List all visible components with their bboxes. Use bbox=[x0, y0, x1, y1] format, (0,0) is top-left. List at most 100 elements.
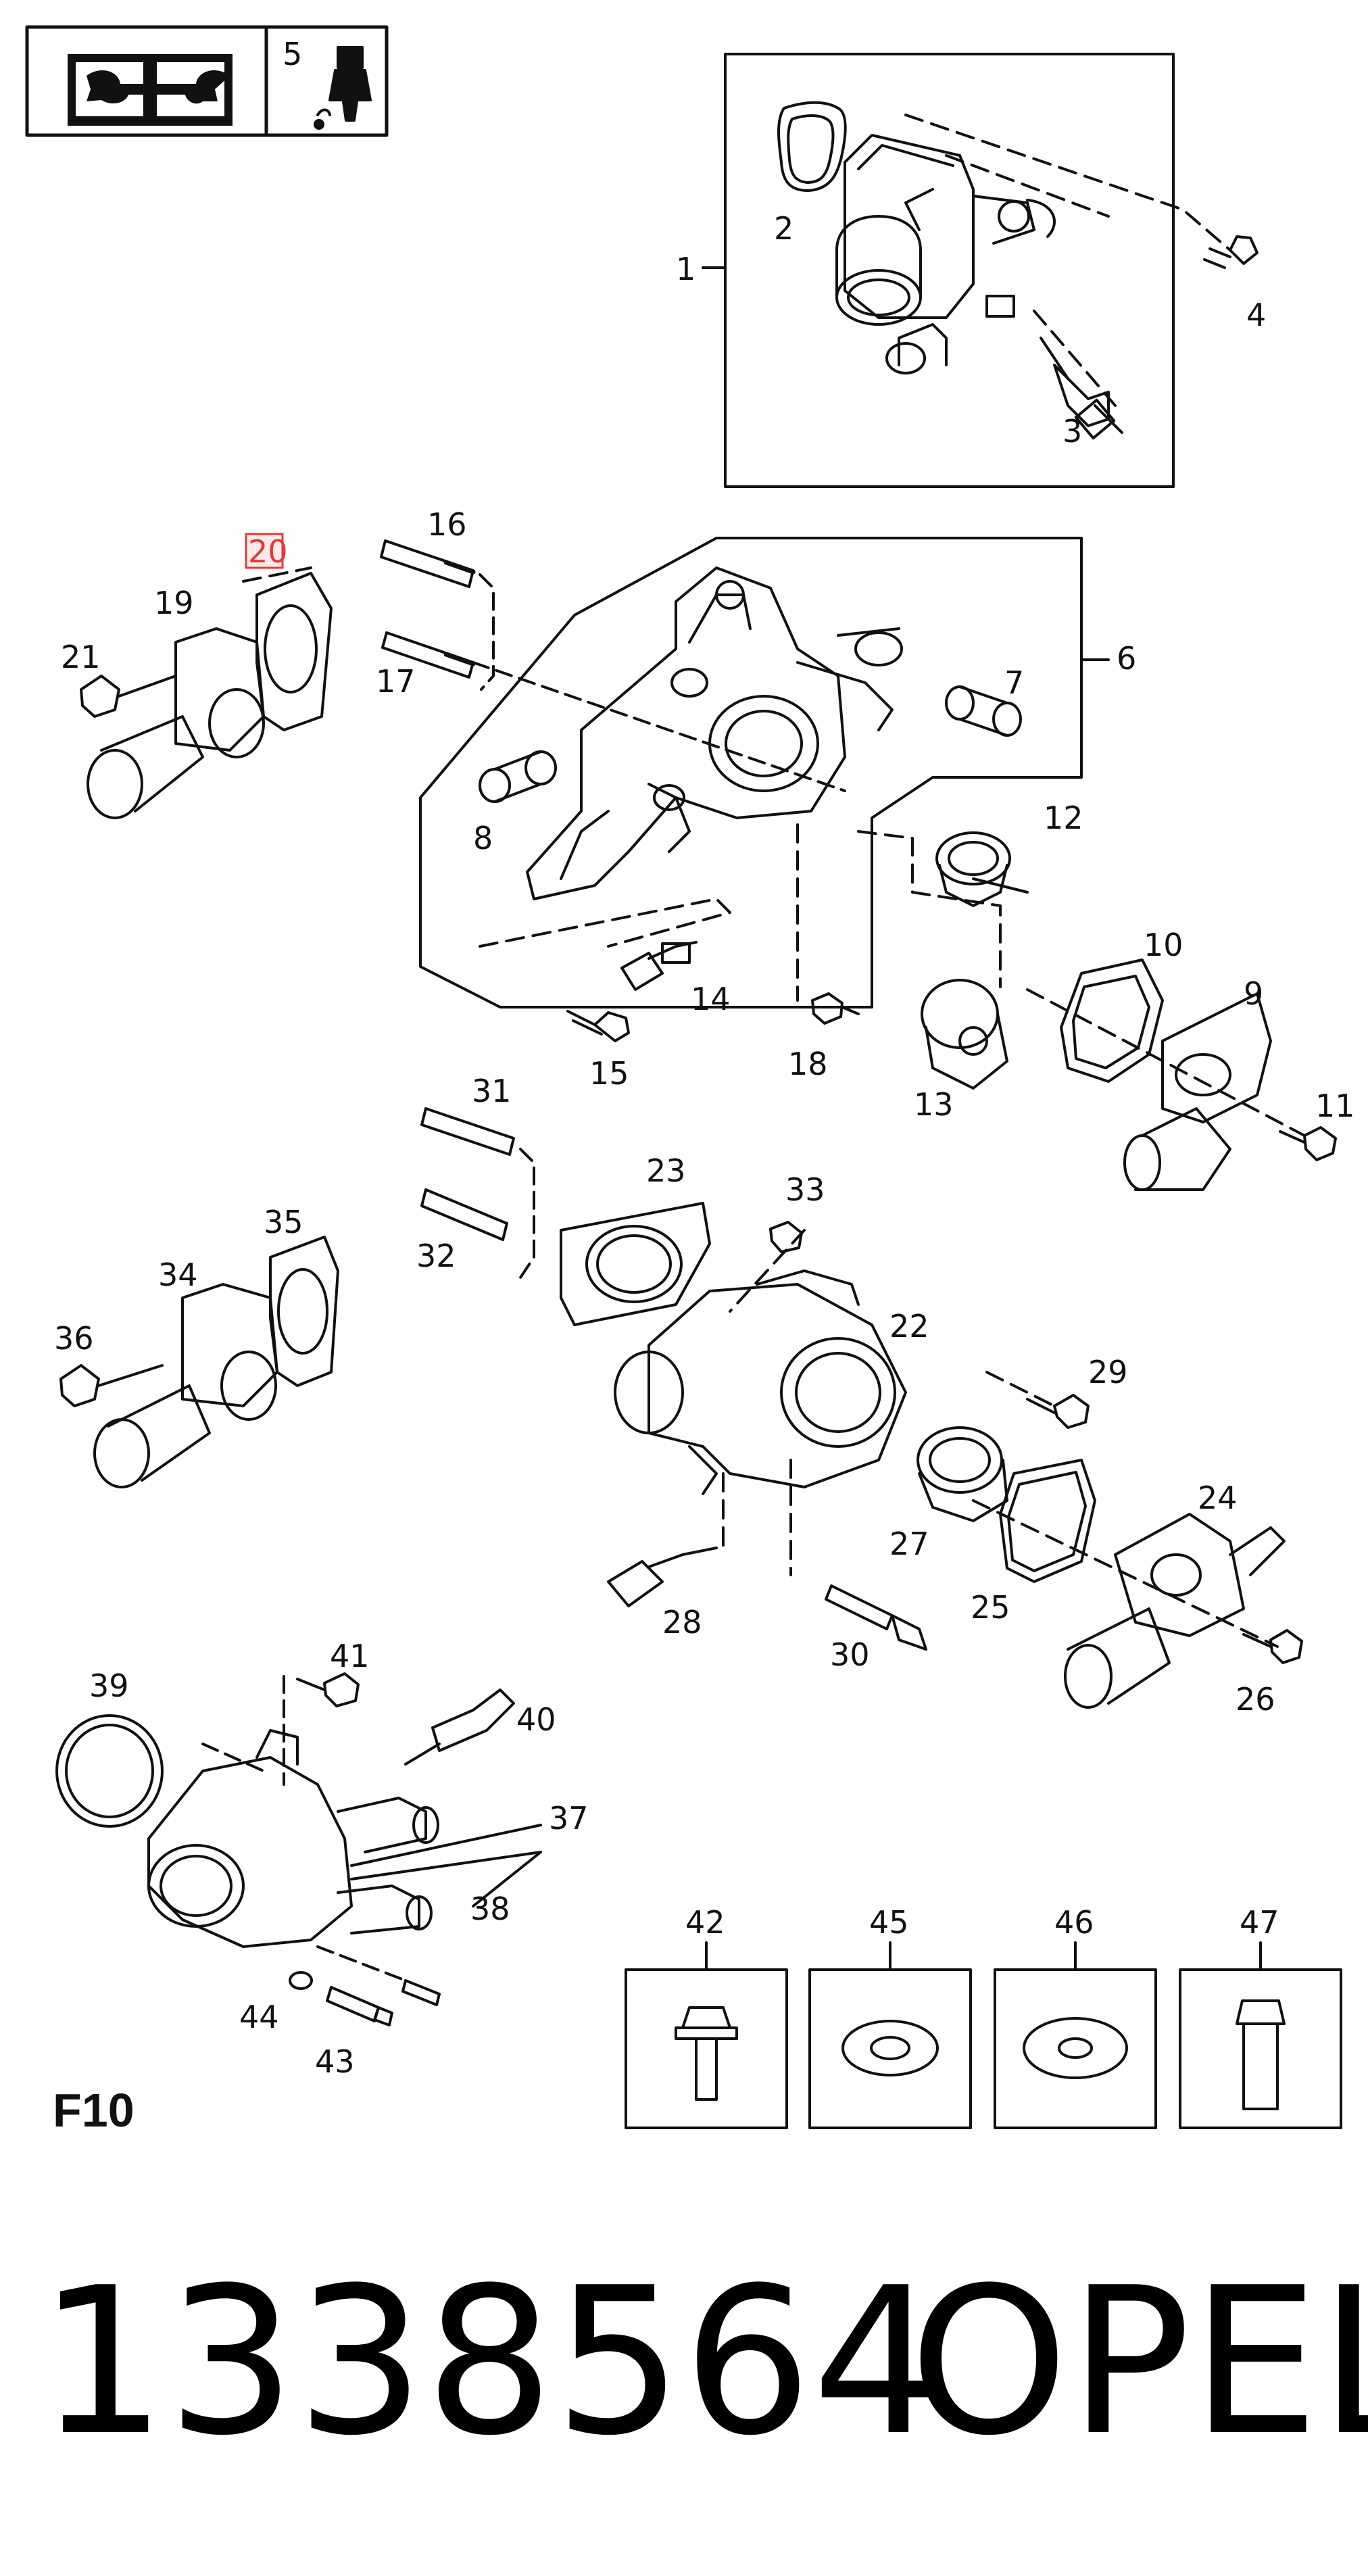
housing-22 bbox=[614, 1269, 907, 1495]
callout-23: 23 bbox=[646, 1152, 686, 1189]
plug-7 bbox=[945, 685, 1022, 737]
thermostat-27 bbox=[917, 1426, 1008, 1522]
bolt-41 bbox=[296, 1672, 360, 1707]
hardware-box-47 bbox=[1179, 1941, 1342, 2129]
stud-38 bbox=[401, 1979, 441, 2006]
leader-lines-group-19 bbox=[242, 566, 312, 583]
o-ring-39 bbox=[55, 1714, 164, 1828]
washer-44 bbox=[289, 1971, 313, 1990]
sensor-40 bbox=[404, 1688, 515, 1766]
leader-lines-group-22 bbox=[722, 1229, 1279, 1648]
callout-14: 14 bbox=[691, 981, 731, 1017]
callout-17: 17 bbox=[376, 663, 416, 700]
stud-30 bbox=[825, 1584, 927, 1651]
callout-10: 10 bbox=[1144, 927, 1183, 963]
bolt-11 bbox=[1279, 1126, 1337, 1161]
callout-42: 42 bbox=[685, 1904, 725, 1941]
callout-3: 3 bbox=[1062, 413, 1082, 449]
hardware-box-45 bbox=[808, 1941, 972, 2129]
callout-6: 6 bbox=[1117, 640, 1136, 677]
grease-tube-icon bbox=[314, 46, 372, 130]
callout-9: 9 bbox=[1244, 975, 1263, 1012]
housing-assembly-frame bbox=[419, 537, 1110, 1008]
gasket-10 bbox=[1060, 958, 1164, 1083]
callout-11: 11 bbox=[1315, 1088, 1355, 1124]
studs-16-17 bbox=[380, 539, 846, 792]
nut-18 bbox=[811, 992, 860, 1025]
callout-47: 47 bbox=[1240, 1904, 1279, 1941]
footer-banner: 1338564 OPEL bbox=[0, 2251, 1368, 2474]
nut-33 bbox=[769, 1221, 803, 1253]
section-label: F10 bbox=[53, 2084, 135, 2137]
bolt-15 bbox=[566, 1010, 630, 1042]
callout-32: 32 bbox=[416, 1238, 456, 1274]
hardware-box-46 bbox=[994, 1941, 1157, 2129]
outlet-24 bbox=[1064, 1513, 1286, 1709]
outlet-19 bbox=[87, 627, 265, 819]
callout-26: 26 bbox=[1236, 1681, 1275, 1718]
manual-wrench-icon bbox=[68, 54, 233, 126]
callout-45: 45 bbox=[869, 1904, 909, 1941]
callout-labels: 5 1 2 3 4 6 7 8 9 10 11 12 13 14 15 16 1… bbox=[53, 36, 1355, 2137]
stud-43 bbox=[326, 1986, 393, 2026]
callout-16: 16 bbox=[427, 506, 467, 543]
gasket-2 bbox=[777, 101, 847, 192]
callout-43: 43 bbox=[315, 2043, 355, 2080]
studs-31-32 bbox=[420, 1107, 535, 1279]
callout-41: 41 bbox=[330, 1638, 370, 1674]
sensor-28 bbox=[607, 1547, 718, 1607]
leader-lines-group-9 bbox=[1026, 988, 1306, 1137]
sensor-3 bbox=[1040, 337, 1123, 440]
housing-6 bbox=[526, 566, 903, 900]
bolt-4 bbox=[1203, 235, 1259, 269]
callout-37: 37 bbox=[549, 1800, 589, 1837]
bolt-36 bbox=[59, 1364, 164, 1407]
gasket-23 bbox=[560, 1202, 711, 1326]
callout-36: 36 bbox=[54, 1320, 94, 1357]
callout-20-highlighted: 20 bbox=[245, 533, 288, 570]
callout-5: 5 bbox=[283, 36, 302, 72]
callout-38: 38 bbox=[470, 1891, 510, 1927]
callout-24: 24 bbox=[1198, 1480, 1238, 1516]
callout-12: 12 bbox=[1044, 800, 1083, 836]
leader-lines-group-1 bbox=[904, 114, 1231, 407]
thermostat-12 bbox=[935, 831, 1029, 907]
bolt-29 bbox=[1026, 1394, 1090, 1429]
callout-1: 1 bbox=[676, 251, 695, 287]
svg-text:20: 20 bbox=[248, 533, 288, 570]
header-icon-box bbox=[25, 25, 389, 137]
callout-4: 4 bbox=[1246, 297, 1266, 333]
callout-35: 35 bbox=[264, 1204, 303, 1240]
brand-name: OPEL bbox=[909, 2244, 1368, 2480]
gasket-20 bbox=[255, 572, 333, 731]
callout-8: 8 bbox=[473, 820, 493, 856]
callout-27: 27 bbox=[889, 1526, 929, 1562]
callout-25: 25 bbox=[971, 1589, 1010, 1626]
callout-30: 30 bbox=[830, 1636, 870, 1673]
thermostat-13 bbox=[921, 979, 1008, 1090]
bolt-21 bbox=[80, 675, 177, 718]
callout-40: 40 bbox=[516, 1701, 556, 1738]
gasket-25 bbox=[999, 1459, 1096, 1583]
callout-2: 2 bbox=[774, 210, 793, 247]
callout-46: 46 bbox=[1054, 1904, 1094, 1941]
callout-29: 29 bbox=[1088, 1354, 1128, 1390]
callout-21: 21 bbox=[61, 639, 101, 675]
callout-44: 44 bbox=[239, 1999, 279, 2035]
leader-lines-group-37 bbox=[201, 1675, 542, 1982]
callout-34: 34 bbox=[158, 1257, 198, 1293]
callout-39: 39 bbox=[89, 1668, 129, 1704]
callout-13: 13 bbox=[914, 1086, 954, 1123]
gasket-35 bbox=[269, 1236, 339, 1387]
callout-33: 33 bbox=[785, 1171, 825, 1208]
callout-18: 18 bbox=[788, 1046, 828, 1082]
part-number: 1338564 bbox=[38, 2244, 942, 2480]
outlet-34 bbox=[93, 1283, 278, 1488]
sensor-14 bbox=[620, 941, 698, 991]
thermostat-housing-box bbox=[702, 53, 1175, 488]
hardware-box-42 bbox=[625, 1941, 788, 2129]
callout-31: 31 bbox=[472, 1073, 512, 1109]
bolt-26 bbox=[1242, 1629, 1303, 1664]
callout-19: 19 bbox=[154, 585, 194, 621]
